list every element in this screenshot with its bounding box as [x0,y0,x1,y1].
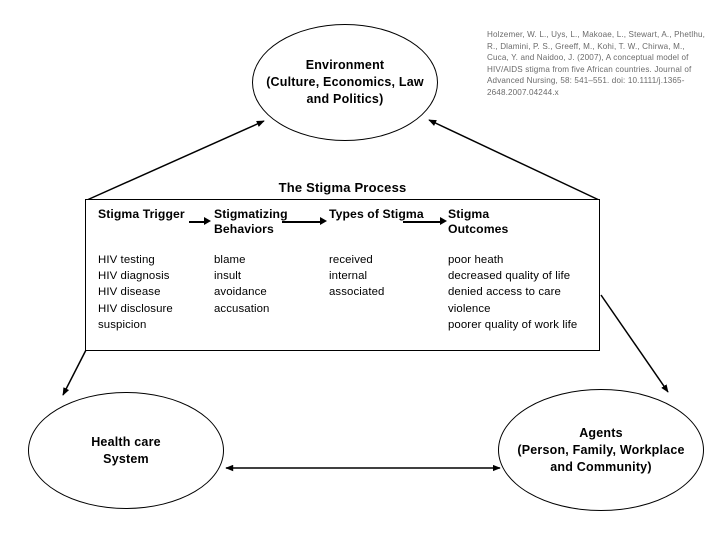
list-item: violence [448,302,491,315]
process-box: Stigma Trigger HIV testing HIV diagnosis… [85,199,600,351]
column-items-types-of-stigma: received internal associated [329,252,439,301]
column-items-stigmatizing-behaviors: blame insult avoidance accusation [214,252,318,317]
list-item: HIV diagnosis [98,270,170,283]
citation-text: Holzemer, W. L., Uys, L., Makoae, L., St… [487,30,708,97]
list-item: blame [214,254,246,266]
list-item: accusation [214,302,270,315]
node-environment[interactable]: Environment (Culture, Economics, Law and… [252,24,438,141]
arrow-trigger-to-behaviors-icon [189,217,213,226]
list-item: HIV disclosure [98,302,173,315]
node-health-care-system[interactable]: Health care System [28,392,224,509]
column-header-stigma-outcomes: Stigma Outcomes [448,207,509,236]
list-item: insult [214,270,242,283]
process-title: The Stigma Process [278,180,407,195]
list-item: avoidance [214,286,267,299]
list-item: associated [329,286,385,299]
list-item: HIV disease [98,286,161,299]
process-column-stigma-outcomes: Stigma Outcomes poor heath decreased qua… [448,207,598,333]
list-item: denied access to care [448,286,561,299]
list-item: poorer quality of work life [448,318,578,331]
list-item: internal [329,270,368,283]
node-environment-label: Environment (Culture, Economics, Law and… [266,58,424,106]
node-agents-label: Agents (Person, Family, Workplace and Co… [517,425,685,474]
column-header-types-of-stigma: Types of Stigma [329,207,424,221]
list-item: poor heath [448,254,504,266]
node-agents[interactable]: Agents (Person, Family, Workplace and Co… [498,389,704,511]
column-items-stigma-trigger: HIV testing HIV diagnosis HIV disease HI… [98,252,216,333]
list-item: HIV testing [98,254,155,266]
column-header-stigmatizing-behaviors: Stigmatizing Behaviors [214,207,288,236]
connector-process-to-agents [600,294,669,393]
list-item: received [329,254,373,266]
process-column-stigma-trigger: Stigma Trigger HIV testing HIV diagnosis… [98,207,216,333]
arrow-behaviors-to-types-icon [282,217,329,226]
process-column-stigmatizing-behaviors: Stigmatizing Behaviors blame insult avoi… [214,207,318,317]
process-column-types-of-stigma: Types of Stigma received internal associ… [329,207,439,301]
arrow-types-to-outcomes-icon [403,217,449,226]
column-header-stigma-trigger: Stigma Trigger [98,207,185,221]
column-items-stigma-outcomes: poor heath decreased quality of life den… [448,252,598,333]
list-item: suspicion [98,318,147,331]
node-health-care-system-label: Health care System [91,434,161,466]
list-item: decreased quality of life [448,270,571,283]
connector-process-to-health-care [62,349,87,396]
